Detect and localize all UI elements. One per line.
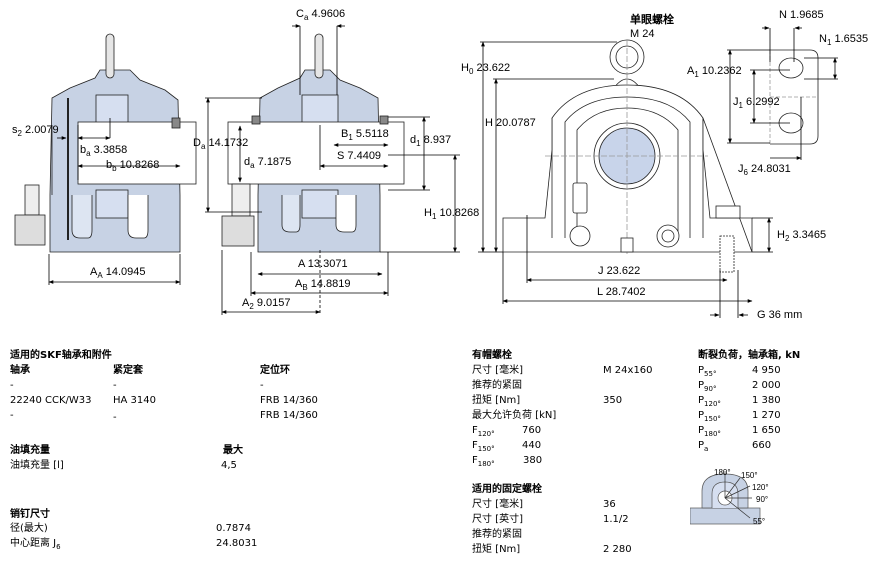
fixing-bolts-title: 适用的固定螺栓 <box>472 484 542 495</box>
breaking-P55-label: P55° <box>698 365 717 378</box>
load-direction-diagram: 180° 150° 120° 90° 55° <box>690 468 769 526</box>
fixing-bolts-torque-label: 扭矩 [Nm] <box>472 544 521 555</box>
dim-s2: s2 2.0079 <box>12 124 59 138</box>
dims-view-left <box>48 118 181 285</box>
cell-ring-1: FRB 14/360 <box>260 395 318 406</box>
dim-H: H 20.0787 <box>485 117 536 129</box>
fixing-bolts-inch-value: 1.1/2 <box>603 514 629 525</box>
breaking-P55-value: 4 950 <box>752 365 781 376</box>
section-view-left <box>14 33 197 253</box>
cap-bolts-size-label: 尺寸 [毫米] <box>472 365 523 376</box>
dims-foot-detail <box>727 26 838 160</box>
pin-title: 销钉尺寸 <box>10 509 50 520</box>
foot-detail-view <box>769 49 819 145</box>
cap-bolts-size-value: M 24x160 <box>603 365 653 376</box>
fixing-bolts-inch-label: 尺寸 [英寸] <box>472 514 523 525</box>
dim-bb: bb 10.8268 <box>106 159 160 173</box>
cell-bearing-2: - <box>10 410 14 421</box>
accessories-title: 适用的SKF轴承和附件 <box>10 350 112 361</box>
load-F180-label: F180° <box>472 455 495 468</box>
angle-55: 55° <box>753 517 765 526</box>
dim-Ca: Ca 4.9606 <box>296 8 346 22</box>
dim-N: N 1.9685 <box>779 9 824 21</box>
load-F150-label: F150° <box>472 440 495 453</box>
breaking-load-title: 断裂负荷，轴承箱, kN <box>698 350 801 361</box>
breaking-Pa-label: Pa <box>698 440 709 453</box>
angle-180: 180° <box>714 468 731 477</box>
dim-G: G 36 mm <box>757 309 803 321</box>
dim-AB: AB 14.8819 <box>295 278 351 292</box>
cell-sleeve-0: - <box>113 380 117 391</box>
dim-H2: H2 3.3465 <box>777 229 827 243</box>
angle-120: 120° <box>752 483 769 492</box>
fixing-bolts-tightening-label: 推荐的紧固 <box>472 529 522 540</box>
dim-ba: ba 3.3858 <box>80 144 128 158</box>
breaking-Pa-value: 660 <box>752 440 772 451</box>
load-F150-value: 440 <box>522 440 542 451</box>
eyebolt-size: M 24 <box>630 28 655 40</box>
breaking-P120-value: 1 380 <box>752 395 781 406</box>
dim-AA: AA 14.0945 <box>90 266 146 280</box>
breaking-P150-label: P150° <box>698 410 721 423</box>
header-sleeve: 紧定套 <box>113 365 143 376</box>
header-bearing: 轴承 <box>10 365 30 376</box>
breaking-P180-value: 1 650 <box>752 425 781 436</box>
dim-da: da 7.1875 <box>244 156 292 170</box>
dims-view-middle <box>205 24 460 315</box>
breaking-P90-label: P90° <box>698 380 717 393</box>
cell-sleeve-2: - <box>113 412 117 423</box>
dim-A: A 13.3071 <box>298 258 348 270</box>
section-view-middle <box>221 33 405 253</box>
fixing-bolts-mm-label: 尺寸 [毫米] <box>472 499 523 510</box>
dim-J1: J1 6.2992 <box>733 96 780 110</box>
dim-A1: A1 10.2362 <box>687 65 742 79</box>
cell-bearing-1: 22240 CCK/W33 <box>10 395 92 406</box>
cap-bolts-torque-label: 扭矩 [Nm] <box>472 395 521 406</box>
fixing-bolts-torque-value: 2 280 <box>603 544 632 555</box>
load-F180-value: 380 <box>523 455 543 466</box>
front-view <box>502 39 753 273</box>
dim-J6: J6 24.8031 <box>738 163 791 177</box>
pin-center-label: 中心距离 J6 <box>10 538 61 551</box>
oil-fill-value: 4,5 <box>221 460 237 471</box>
oil-max-header: 最大 <box>223 445 243 456</box>
pin-diameter-label: 径(最大) <box>10 523 48 534</box>
cell-ring-2: FRB 14/360 <box>260 410 318 421</box>
cap-bolts-torque-value: 350 <box>603 395 623 406</box>
cell-sleeve-1: HA 3140 <box>113 395 156 406</box>
pin-center-value: 24.8031 <box>216 538 258 549</box>
eyebolt-title: 单眼螺栓 <box>630 14 674 26</box>
cell-bearing-0: - <box>10 380 14 391</box>
cap-bolts-load-label: 最大允许负荷 [kN] <box>472 410 557 421</box>
technical-drawing <box>14 24 838 318</box>
angle-90: 90° <box>756 495 768 504</box>
breaking-P120-label: P120° <box>698 395 721 408</box>
dim-S: S 7.4409 <box>337 150 382 162</box>
load-F120-value: 760 <box>522 425 542 436</box>
dim-B1: B1 5.5118 <box>341 128 389 142</box>
breaking-P180-label: P180° <box>698 425 721 438</box>
dim-H0: H0 23.622 <box>461 62 511 76</box>
oil-fill-label: 油填充量 [l] <box>10 460 64 471</box>
angle-150: 150° <box>741 471 758 480</box>
dim-L: L 28.7402 <box>597 286 646 298</box>
cap-bolts-title: 有帽螺栓 <box>472 350 512 361</box>
dim-H1: H1 10.8268 <box>424 207 480 221</box>
breaking-P150-value: 1 270 <box>752 410 781 421</box>
pin-diameter-value: 0.7874 <box>216 523 251 534</box>
dim-N1: N1 1.6535 <box>819 33 869 47</box>
cell-ring-0: - <box>260 380 264 391</box>
header-ring: 定位环 <box>260 365 290 376</box>
dim-A2: A2 9.0157 <box>242 297 291 311</box>
dim-J: J 23.622 <box>598 265 641 277</box>
dim-d1: d1 8.937 <box>410 134 452 148</box>
fixing-bolts-mm-value: 36 <box>603 499 616 510</box>
dim-Da: Da 14.1732 <box>193 137 249 151</box>
oil-title: 油填充量 <box>10 445 50 456</box>
cap-bolts-tightening-label: 推荐的紧固 <box>472 380 522 391</box>
dims-front-view <box>478 41 773 318</box>
breaking-P90-value: 2 000 <box>752 380 781 391</box>
load-F120-label: F120° <box>472 425 495 438</box>
